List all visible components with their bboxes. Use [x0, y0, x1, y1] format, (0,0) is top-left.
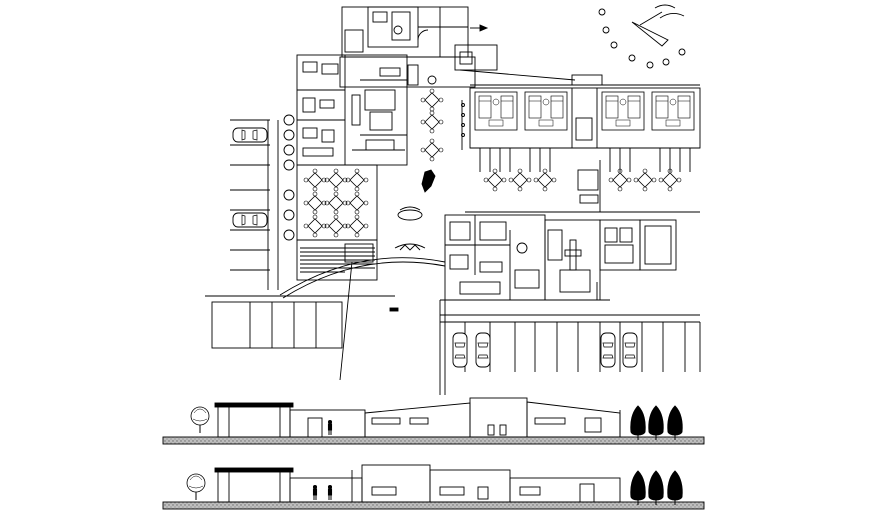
south-parking [440, 321, 701, 372]
car-icon [600, 332, 616, 368]
tree-icon [667, 470, 683, 506]
planting-strip [283, 114, 295, 241]
front-elevation [162, 397, 705, 445]
north-arrow-compass-icon [598, 4, 686, 69]
floor-plan [205, 6, 701, 395]
tree-icon [630, 470, 646, 506]
southeast-wing [439, 214, 700, 395]
office-wing [296, 54, 408, 166]
central-lounge [407, 64, 465, 162]
car-icon [622, 332, 638, 368]
guest-rooms [469, 87, 701, 172]
tree-icon [190, 406, 210, 434]
driveway [205, 120, 446, 395]
tree-icon [648, 470, 664, 506]
side-elevation [162, 464, 705, 510]
person-icon [312, 484, 318, 501]
tree-icon [186, 473, 206, 501]
service-wing [339, 6, 489, 88]
corridor [454, 44, 700, 86]
tree-icon [648, 405, 664, 441]
person-icon [327, 419, 333, 436]
west-parking [211, 119, 343, 349]
person-icon [327, 484, 333, 501]
car-icon [232, 127, 268, 143]
car-icon [452, 332, 468, 368]
activity-zone [465, 160, 700, 213]
tree-icon [630, 405, 646, 441]
tree-icon [667, 405, 683, 441]
dining-hall [296, 164, 378, 281]
car-icon [475, 332, 491, 368]
entrance-canopy [279, 257, 446, 296]
car-icon [232, 212, 268, 228]
